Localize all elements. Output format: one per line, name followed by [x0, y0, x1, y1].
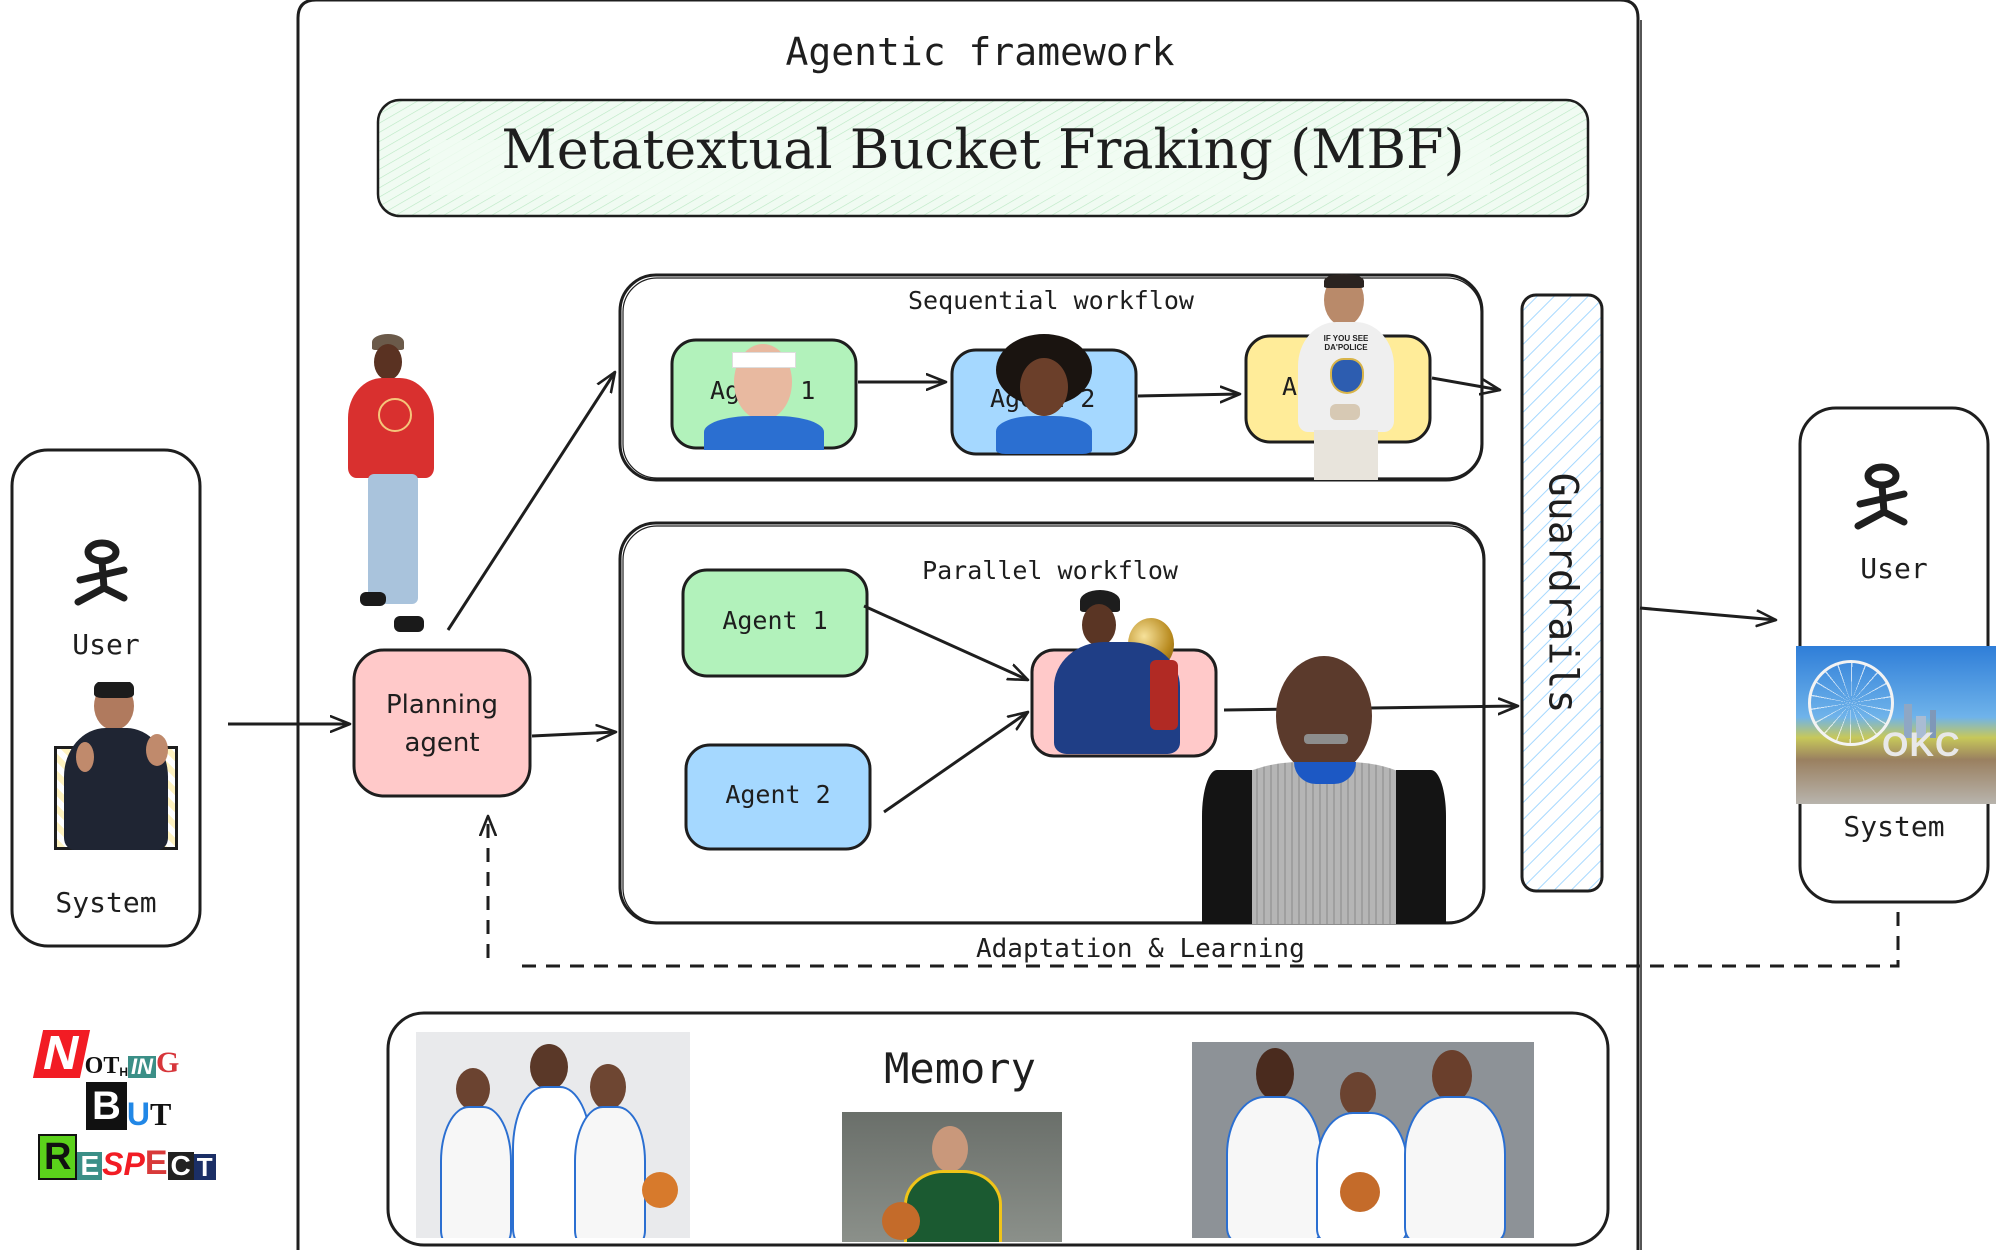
- par-agent-1-label: Agent 1: [722, 606, 828, 635]
- par-agent-2-label: Agent 2: [725, 780, 831, 809]
- logo-letter: G: [156, 1046, 180, 1079]
- parallel-workflow-title: Parallel workflow: [922, 556, 1178, 585]
- logo-letter: C: [167, 1152, 194, 1180]
- planning-agent-label-line2: agent: [404, 728, 480, 758]
- feedback-label: Adaptation & Learning: [974, 934, 1307, 964]
- referee-photo: [1200, 656, 1450, 924]
- logo-letter: IN: [128, 1056, 157, 1078]
- guardrails-box: [1520, 293, 1604, 893]
- arrow-planning-to-parallel: [531, 732, 616, 736]
- walking-man-red-sweater-photo: [338, 334, 464, 646]
- logo-letter: R: [38, 1134, 78, 1180]
- feedback-loop-line: [518, 912, 1900, 968]
- par-agent-2-box: [684, 743, 872, 851]
- logo-letter: T: [150, 1096, 172, 1132]
- player-curly-hair-photo: [990, 334, 1098, 454]
- framework-title: Agentic framework: [785, 30, 1175, 74]
- logo-letter: N: [32, 1027, 90, 1080]
- mbf-banner-title: Metatextual Bucket Fraking (MBF): [501, 118, 1465, 181]
- arrow-framework-to-output: [1639, 606, 1776, 620]
- guardrails-label-wrap: Guardrails: [1522, 295, 1602, 891]
- logo-letter: E: [77, 1152, 103, 1180]
- logo-letter: E: [144, 1144, 168, 1182]
- logo-letter: B: [86, 1082, 127, 1130]
- output-system-label: System: [1843, 810, 1945, 843]
- input-system-label: System: [55, 886, 157, 919]
- coach-gesturing-photo: [54, 682, 180, 850]
- par-agent-1-box: [681, 568, 869, 678]
- arrow-planning-to-sequential: [446, 372, 615, 631]
- sonics-player-photo: [842, 1112, 1062, 1242]
- arrow-seq-2-to-3: [1137, 394, 1240, 396]
- framework-container: [296, 0, 1640, 1250]
- planning-agent-label-line1: Planning: [386, 690, 498, 720]
- arrow-par-1-to-aggregator: [863, 604, 1028, 682]
- okc-ferris-wheel-photo: OKC: [1796, 646, 1996, 804]
- input-user-label: User: [72, 628, 140, 661]
- man-police-tshirt-photo: IF YOU SEE DA'POLICE: [1290, 274, 1402, 480]
- arrow-par-2-to-aggregator: [883, 712, 1028, 814]
- logo-letter: H: [119, 1065, 129, 1079]
- player-with-trophy-photo: [1040, 590, 1190, 754]
- sequential-workflow-title: Sequential workflow: [908, 286, 1194, 315]
- planning-agent-box: [352, 648, 532, 798]
- player-headband-photo: [700, 338, 828, 450]
- three-thunder-players-photo-1: [416, 1032, 690, 1238]
- output-user-label: User: [1860, 552, 1928, 585]
- logo-letter: SP: [102, 1146, 145, 1182]
- logo-letter: OT: [84, 1053, 120, 1079]
- planning-agent-label: Planning agent: [354, 686, 530, 762]
- stick-figure-icon: [1844, 460, 1920, 536]
- stick-figure-icon: [64, 536, 140, 612]
- logo-letter: U: [126, 1096, 150, 1132]
- logo-letter: T: [193, 1154, 216, 1180]
- three-thunder-players-photo-2: [1192, 1042, 1534, 1238]
- arrow-seq-3-to-guardrails: [1431, 376, 1500, 390]
- memory-title: Memory: [884, 1044, 1036, 1093]
- guardrails-label: Guardrails: [1539, 472, 1586, 714]
